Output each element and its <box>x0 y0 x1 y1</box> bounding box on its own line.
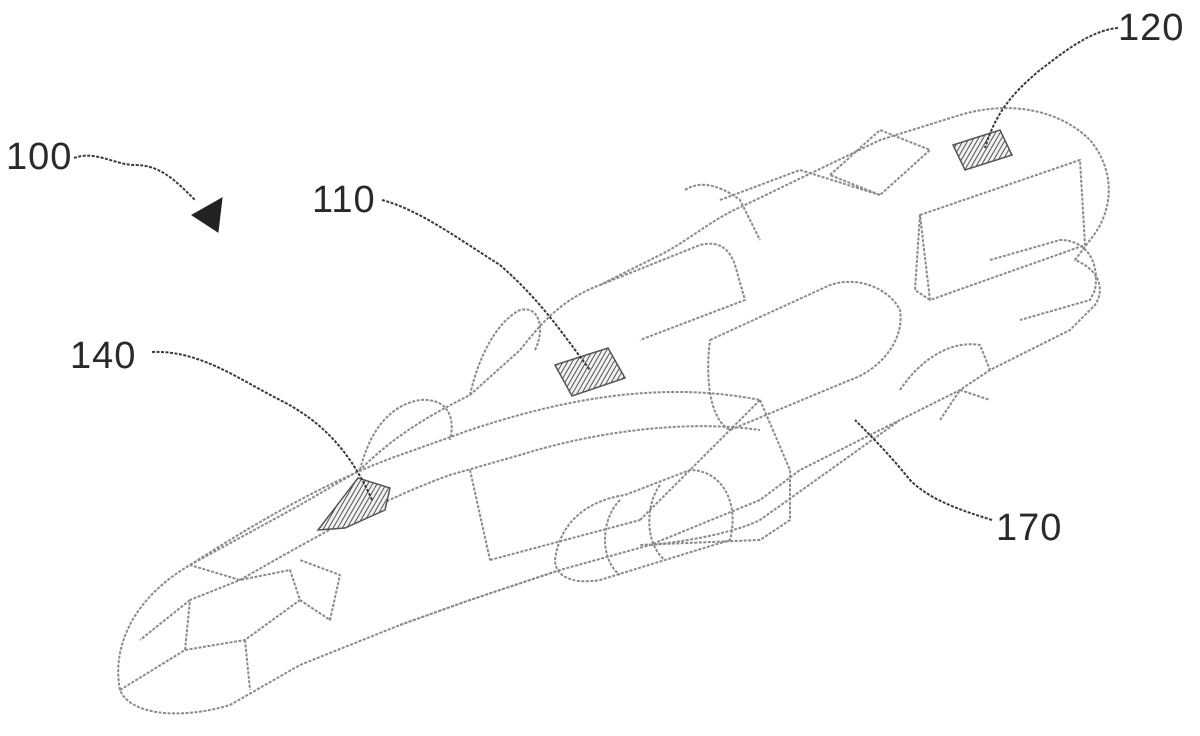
reference-label-170: 170 <box>996 507 1063 549</box>
lower-cylinder <box>554 469 734 583</box>
top-rail <box>189 390 761 581</box>
device-outline <box>117 107 1110 715</box>
marking-front <box>316 477 391 531</box>
marking-rear <box>951 129 1014 171</box>
leader-170 <box>854 419 993 521</box>
reference-label-140: 140 <box>70 335 137 377</box>
leader-100 <box>73 154 196 201</box>
rear-fin <box>719 129 931 201</box>
upper-bump-left <box>359 398 453 471</box>
reference-label-110: 110 <box>312 179 376 221</box>
nose-facets <box>119 559 341 691</box>
leader-140 <box>151 350 373 501</box>
right-shell <box>899 343 991 421</box>
reference-label-100: 100 <box>6 136 73 178</box>
leader-lines <box>73 27 1119 521</box>
housing-outline <box>117 107 1110 715</box>
lower-cylinder-ring <box>604 484 666 576</box>
side-cylinder <box>707 280 902 431</box>
right-cylinder <box>989 239 1097 321</box>
raised-block <box>469 399 791 561</box>
lower-edge <box>399 419 901 626</box>
direction-arrow-icon <box>191 197 223 233</box>
rear-cylinder <box>599 183 761 341</box>
leader-110 <box>381 199 591 371</box>
reference-label-120: 120 <box>1118 7 1185 49</box>
right-block <box>914 159 1086 301</box>
leader-120 <box>984 27 1119 149</box>
upper-bump-mid <box>469 308 541 396</box>
marking-center <box>553 347 627 397</box>
